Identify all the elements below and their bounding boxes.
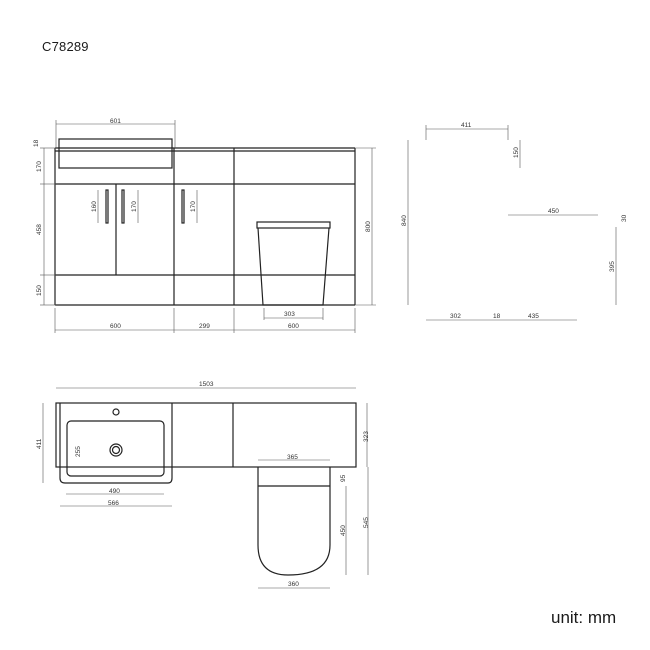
dim-panel-thickness: 18	[493, 313, 501, 320]
dim-plinth-height: 150	[36, 285, 43, 296]
dim-pan-width-plan: 360	[288, 581, 299, 588]
dim-basin-width-plan: 566	[108, 500, 119, 507]
dim-cistern-gap: 95	[340, 474, 347, 482]
product-code: C78289	[42, 39, 89, 54]
dim-handle-mid: 170	[131, 201, 138, 212]
dim-bowl-depth: 255	[75, 446, 82, 457]
dim-middle-unit-width: 299	[199, 323, 210, 330]
dim-overall-height-side: 840	[401, 215, 408, 226]
dim-handle-right: 170	[190, 201, 197, 212]
dim-handle-left: 160	[91, 201, 98, 212]
plan-view: 1503 411 255 490 566 323 365 95 450 545 …	[36, 381, 370, 589]
dim-pan-height: 395	[609, 261, 616, 272]
dim-seat-length-plan: 450	[340, 525, 347, 536]
dim-overall-width: 1503	[199, 381, 214, 388]
dim-seat-thickness: 30	[621, 214, 628, 222]
dim-worktop-thickness: 18	[33, 139, 40, 147]
dim-top-depth: 411	[461, 122, 472, 129]
dim-pan-top-width: 365	[287, 454, 298, 461]
dim-door-height: 458	[36, 224, 43, 235]
dim-basin-depth-plan: 411	[36, 438, 43, 449]
dim-left-unit-width: 600	[110, 323, 121, 330]
dim-top-drawer-height: 170	[36, 161, 43, 172]
dim-pan-total-projection: 545	[363, 517, 370, 528]
dim-bowl-width: 490	[109, 488, 120, 495]
dim-cabinet-depth-plan: 323	[363, 431, 370, 442]
dim-pan-width: 303	[284, 311, 295, 318]
dim-basin-width: 601	[110, 118, 121, 125]
dim-seat-length: 450	[548, 208, 559, 215]
dim-pan-projection: 435	[528, 313, 539, 320]
front-view: 601 18 170 458 150 160 170 170 800 303 6…	[33, 118, 376, 333]
dim-overall-height: 800	[365, 221, 372, 232]
dim-basin-lip: 150	[513, 147, 520, 158]
dim-cabinet-depth: 302	[450, 313, 461, 320]
unit-label: unit: mm	[551, 608, 617, 627]
dim-right-unit-width: 600	[288, 323, 299, 330]
